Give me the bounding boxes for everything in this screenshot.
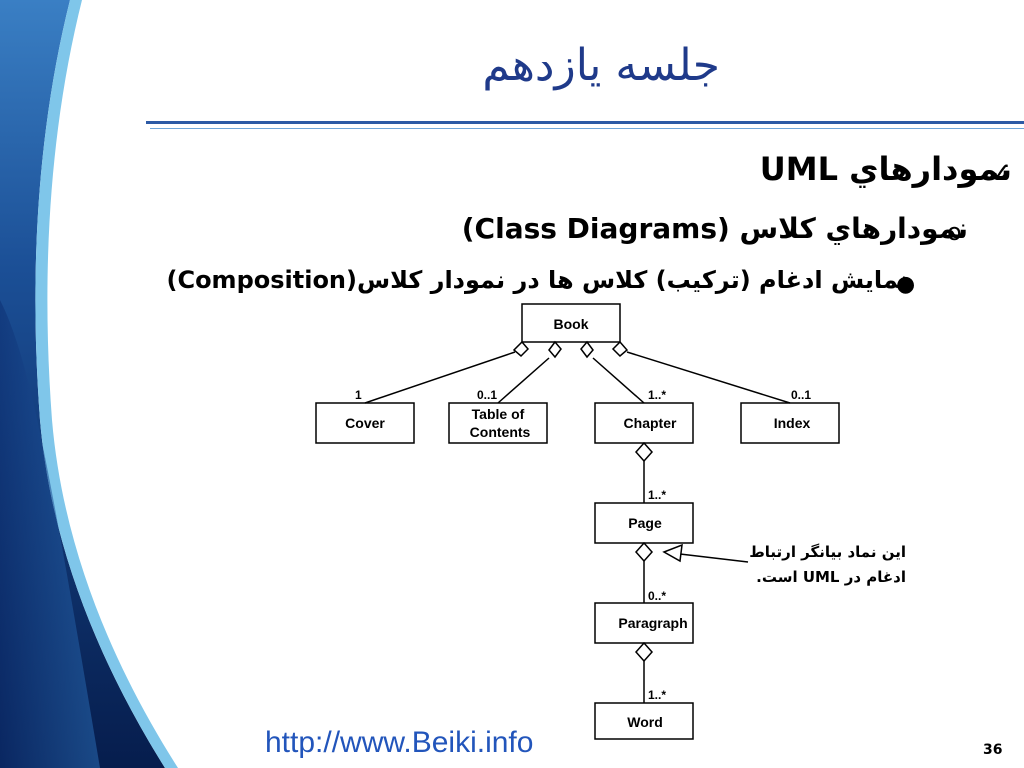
multiplicity-page: 1..* [648,488,666,502]
class-label-cover: Cover [345,415,385,431]
link-index-book [626,351,791,404]
class-box-cover [315,402,415,444]
class-label-word: Word [627,714,663,730]
multiplicity-toc: 0..1 [477,388,497,402]
class-label-index: Index [774,415,811,431]
sidebar-swoosh [0,300,100,768]
note-line-1: این نماد بیانگر ارتباط [749,543,906,561]
class-label-page: Page [628,515,662,531]
class-box-book [521,303,621,343]
multiplicity-paragraph: 0..* [648,589,666,603]
bullet-composition: نمایش ادغام (ترکیب) کلاس ها در نمودار كل… [166,266,908,294]
dot-bullet-icon: ● [896,272,916,297]
class-box-toc [448,402,548,444]
footer-link[interactable]: http://www.Beiki.info [265,726,534,759]
page-number: 36 [983,742,1003,758]
link-toc-book [497,357,550,404]
title-rule-thin [150,128,1024,129]
multiplicity-index: 0..1 [791,388,811,402]
circle-bullet-icon: o [947,218,962,246]
aggregation-diamond-paragraph-word [634,641,654,663]
composition-note: این نماد بیانگر ارتباط ادغام در UML است. [746,540,906,590]
class-label-toc-1: Table of [472,406,525,422]
class-label-toc-2: Contents [470,424,531,440]
multiplicity-cover: 1 [355,388,362,402]
note-line-2: ادغام در UML است. [756,568,906,586]
aggregation-diamond-chapter-page [634,441,654,463]
composition-diamond-cover [512,340,530,358]
class-box-word [594,702,694,740]
composition-diamond-chapter [580,340,594,359]
title-rule-thick [146,121,1024,124]
slide-title: جلسه یازدهم [482,40,720,91]
bullet-uml-diagrams: نمودارهاي UML [759,150,1012,188]
link-cover-book [364,351,516,404]
class-box-chapter [594,402,694,444]
multiplicity-chapter: 1..* [648,388,666,402]
note-arrow-line [679,553,749,563]
class-label-book: Book [554,316,589,332]
note-arrow-head [662,543,683,563]
class-box-index [740,402,840,444]
aggregation-diamond-page-paragraph [634,541,654,563]
aggregation-diamond-toc [548,340,562,359]
multiplicity-word: 1..* [648,688,666,702]
checkmark-icon: ✓ [990,158,1012,188]
bullet-class-diagrams: نمودارهاي كلاس (Class Diagrams) [461,212,968,245]
link-chapter-book [592,357,645,404]
class-label-paragraph: Paragraph [618,615,687,631]
composition-diamond-index [611,340,629,358]
class-label-chapter: Chapter [624,415,677,431]
